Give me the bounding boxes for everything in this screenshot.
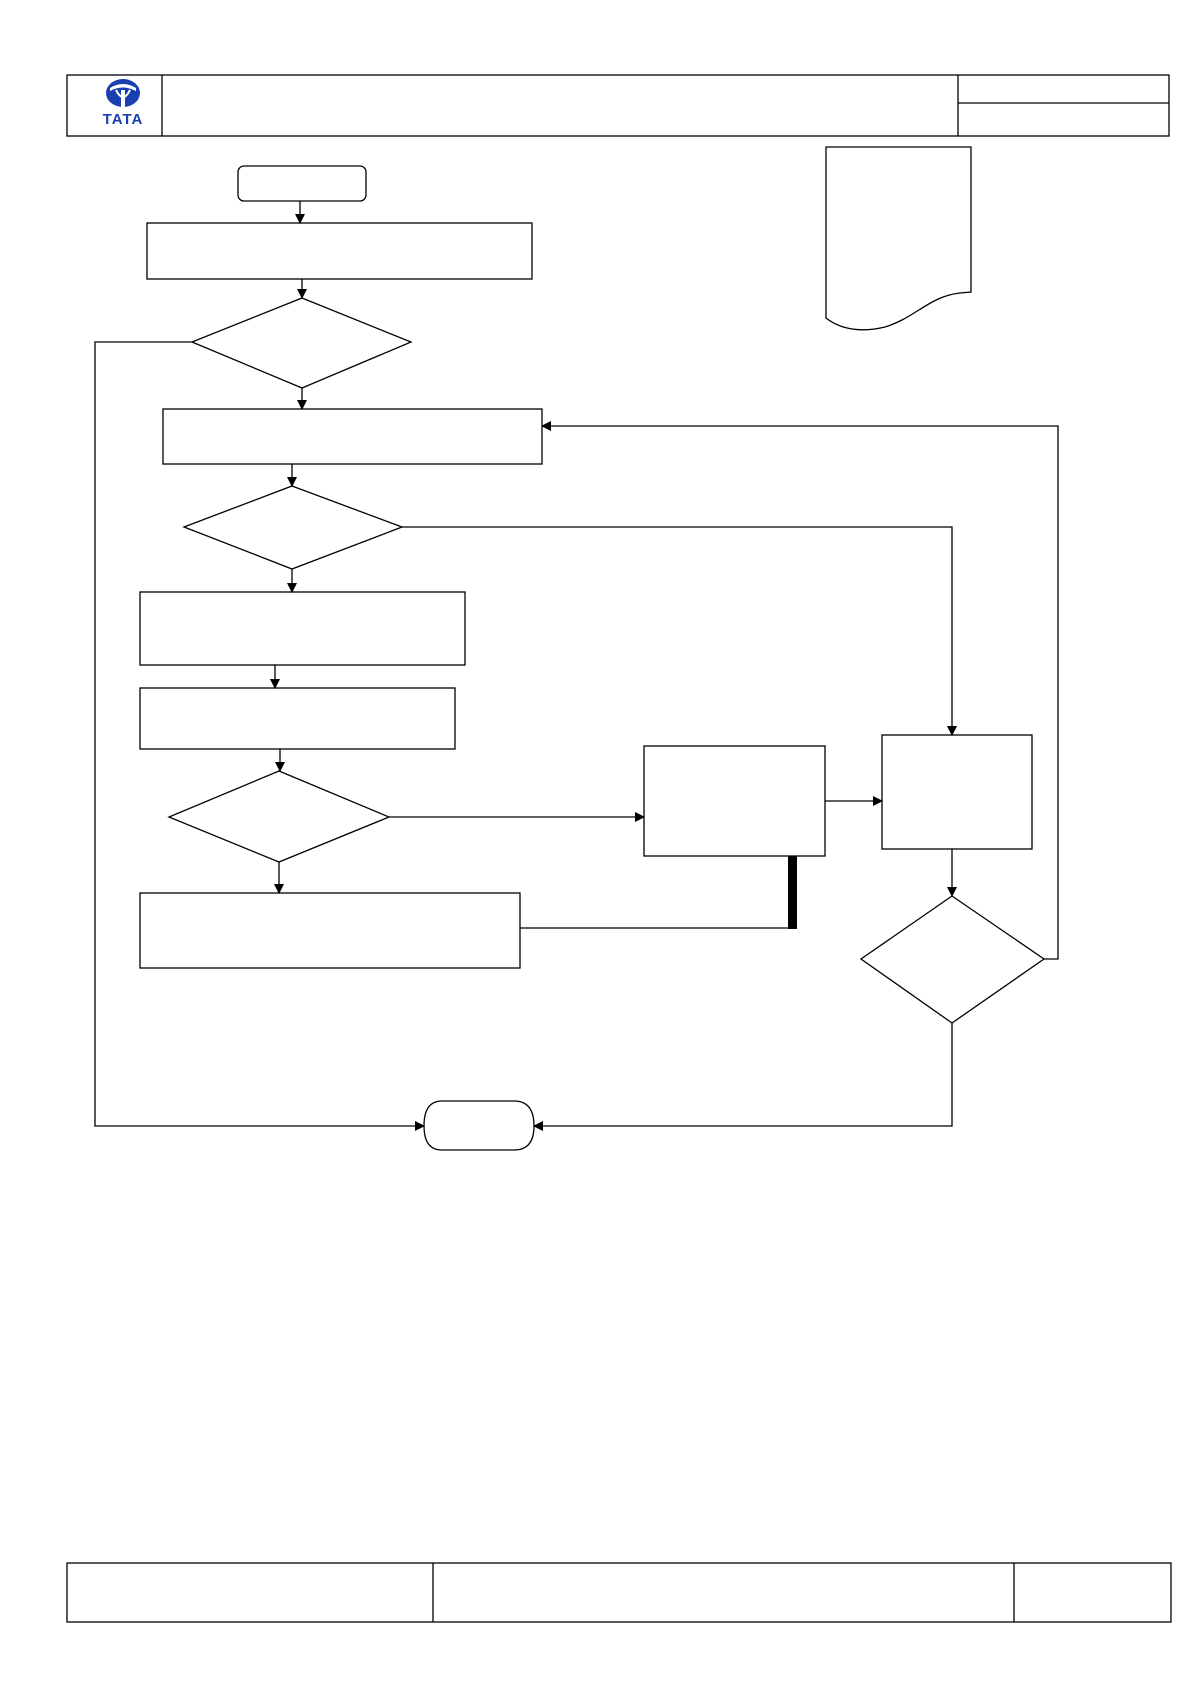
start-terminator — [237, 165, 367, 202]
process-box-side-2 — [881, 734, 1033, 850]
decision-3 — [167, 770, 391, 863]
end-terminator — [423, 1100, 535, 1151]
connector-decision2-right-to-side2 — [402, 526, 957, 736]
document-symbol — [825, 146, 972, 331]
footer-frame — [66, 1562, 1172, 1623]
process-box-2 — [162, 408, 543, 465]
process-box-side-1 — [643, 745, 826, 857]
tata-logo-icon — [106, 79, 140, 107]
header-frame — [66, 74, 1170, 137]
process-box-5 — [139, 892, 521, 969]
footer-block — [66, 1562, 1172, 1623]
thick-bar-connector — [788, 856, 797, 929]
process-box-1 — [146, 222, 533, 280]
decision-2 — [182, 485, 404, 570]
tata-logo-text: TATA — [102, 111, 144, 128]
connector-decision4-loop-to-box2 — [541, 421, 1059, 960]
process-box-4 — [139, 687, 456, 750]
connector-box5-to-side1 — [520, 856, 793, 929]
decision-4 — [859, 895, 1046, 1024]
connector-decision4-to-end — [533, 1023, 953, 1131]
header-block — [66, 74, 1170, 137]
decision-1 — [190, 297, 413, 389]
process-box-3 — [139, 591, 466, 666]
connector-decision1-left-to-end — [94, 341, 425, 1131]
